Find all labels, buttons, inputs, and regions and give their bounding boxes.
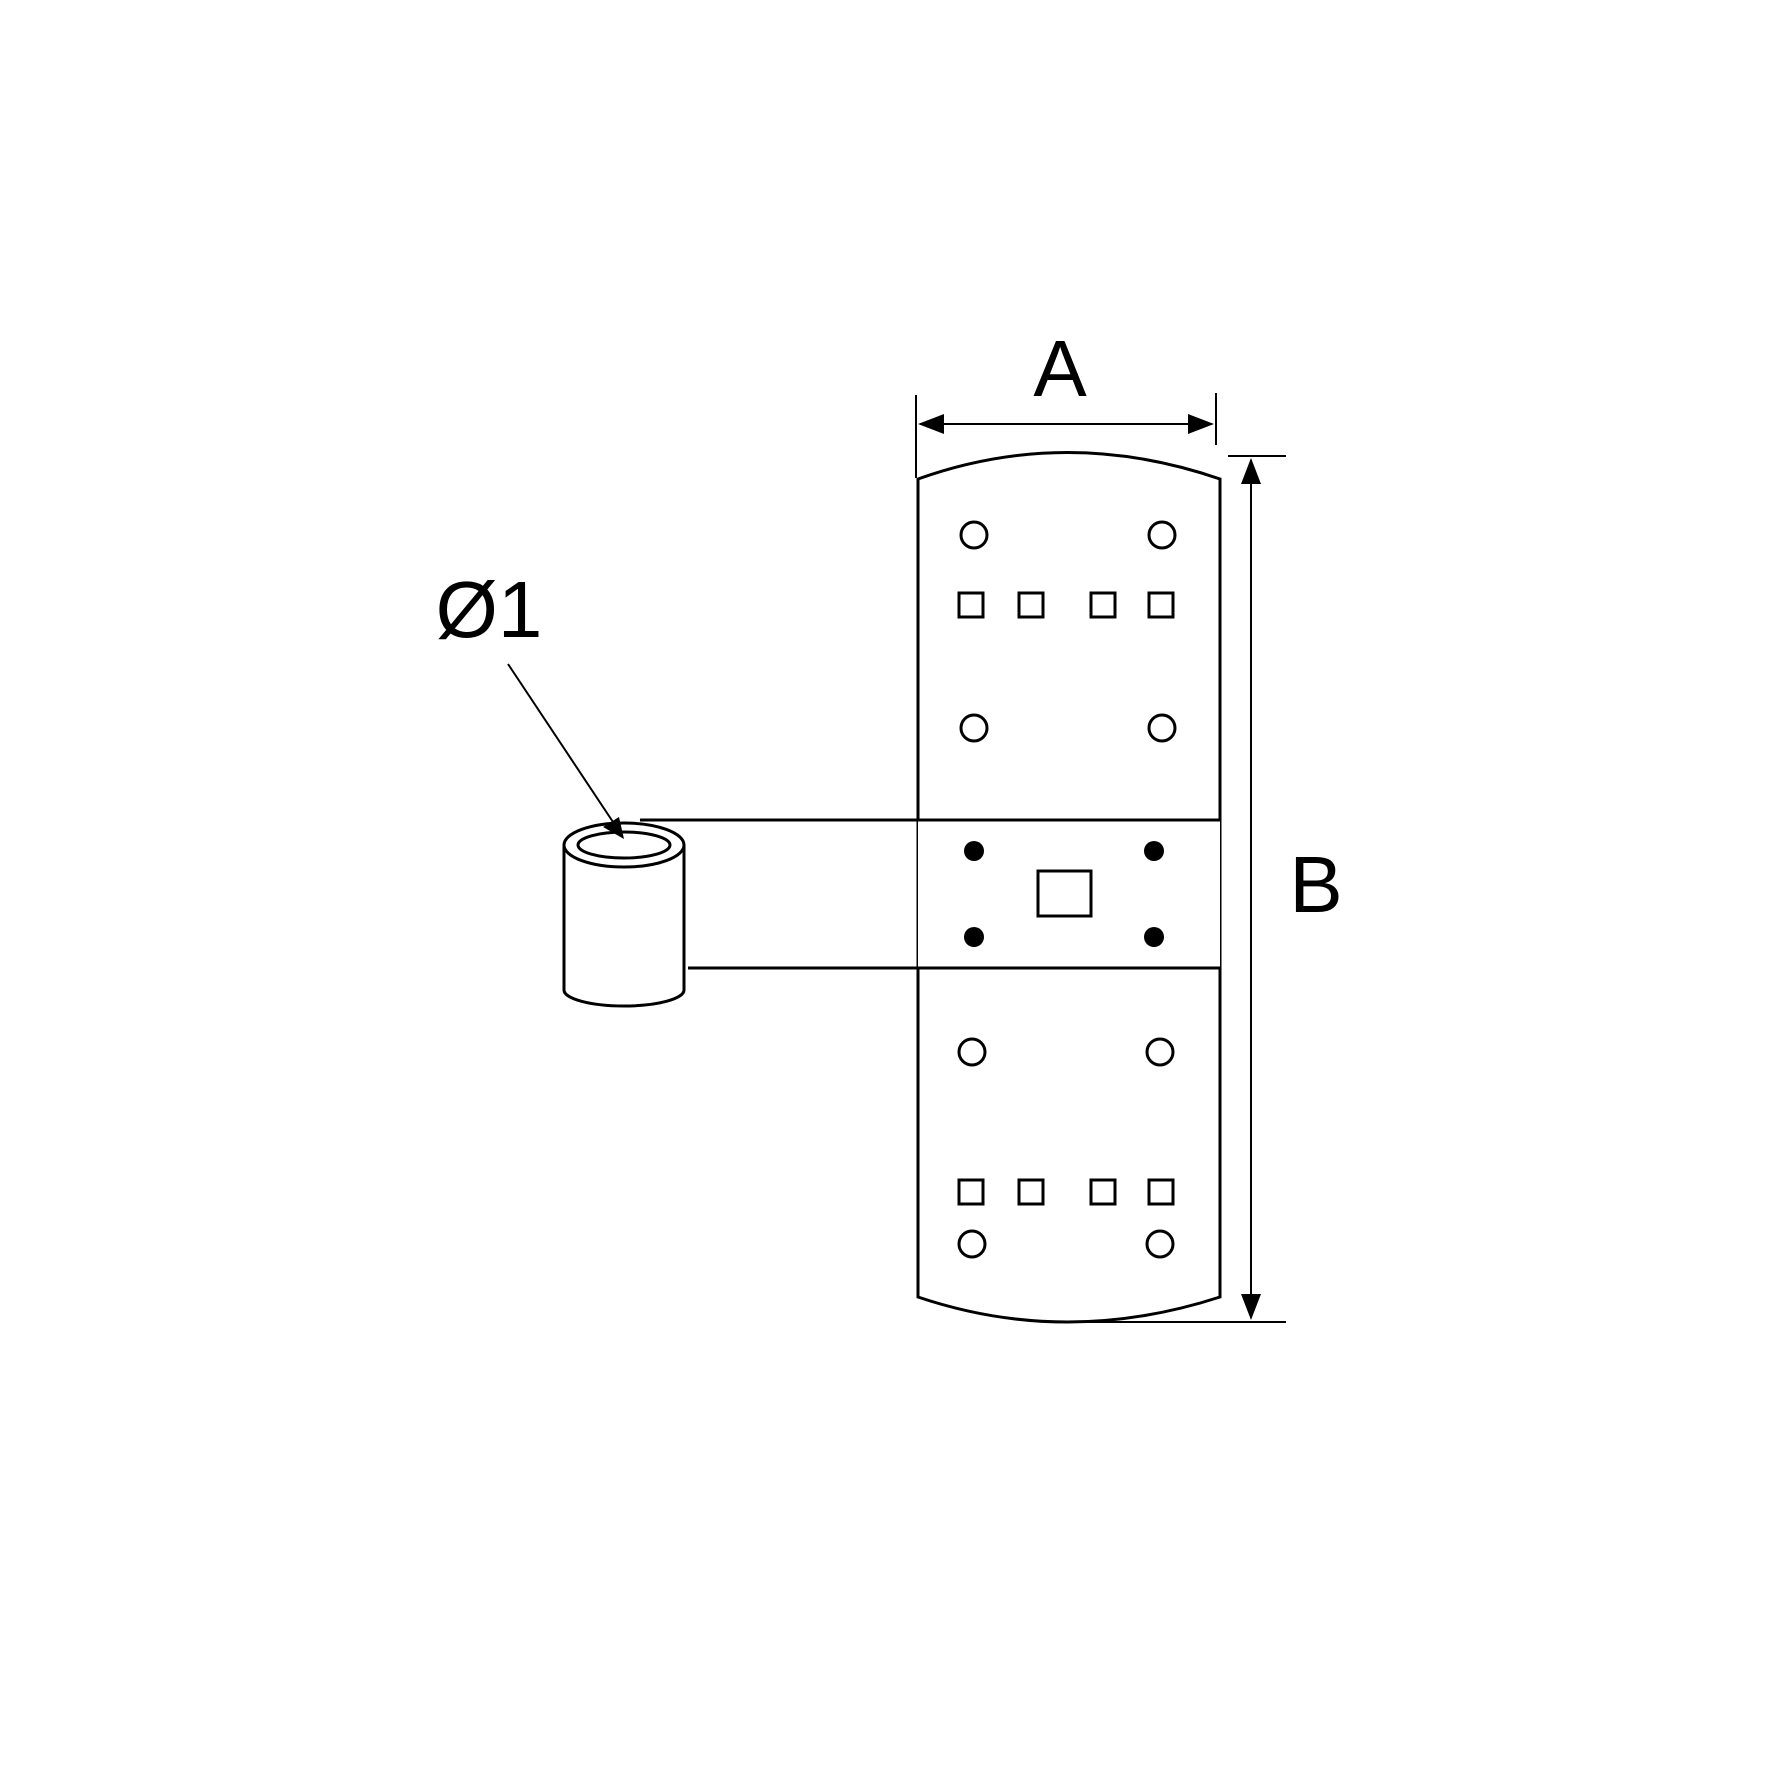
- lower-hole-pattern: [957, 1037, 1175, 1259]
- round-hole: [957, 1037, 987, 1067]
- diameter-leader: [507, 663, 624, 839]
- square-hole: [1017, 591, 1045, 619]
- square-hole: [1089, 591, 1117, 619]
- round-hole: [957, 1229, 987, 1259]
- dimension-b: [1066, 455, 1286, 1323]
- round-hole: [959, 713, 989, 743]
- rivet-dot: [964, 927, 984, 947]
- round-hole: [1145, 1037, 1175, 1067]
- hinge-strap: [640, 818, 1220, 970]
- hinge-barrel: [562, 821, 686, 1008]
- square-hole: [957, 591, 985, 619]
- arrowhead: [1188, 414, 1214, 434]
- square-hole: [957, 1178, 985, 1206]
- round-hole: [1147, 713, 1177, 743]
- dimension-b-label: B: [1289, 840, 1342, 929]
- strap-square-hole: [1036, 869, 1093, 918]
- diameter-label: Ø1: [436, 565, 543, 654]
- round-hole: [959, 520, 989, 550]
- square-hole: [1147, 591, 1175, 619]
- arrowhead: [918, 414, 944, 434]
- upper-hole-pattern: [957, 520, 1177, 743]
- dimension-a-label: A: [1033, 324, 1087, 413]
- round-hole: [1145, 1229, 1175, 1259]
- arrowhead: [1241, 458, 1261, 484]
- square-hole: [1089, 1178, 1117, 1206]
- barrel-top-inner: [576, 830, 672, 860]
- square-hole: [1147, 1178, 1175, 1206]
- hinge-plate: [916, 451, 1222, 1324]
- barrel-top-outer: [562, 821, 686, 869]
- dimension-a: [915, 393, 1217, 478]
- rivet-dot: [1144, 927, 1164, 947]
- square-hole: [1017, 1178, 1045, 1206]
- rivet-dot: [964, 841, 984, 861]
- arrowhead: [1241, 1294, 1261, 1320]
- rivet-dot: [1144, 841, 1164, 861]
- round-hole: [1147, 520, 1177, 550]
